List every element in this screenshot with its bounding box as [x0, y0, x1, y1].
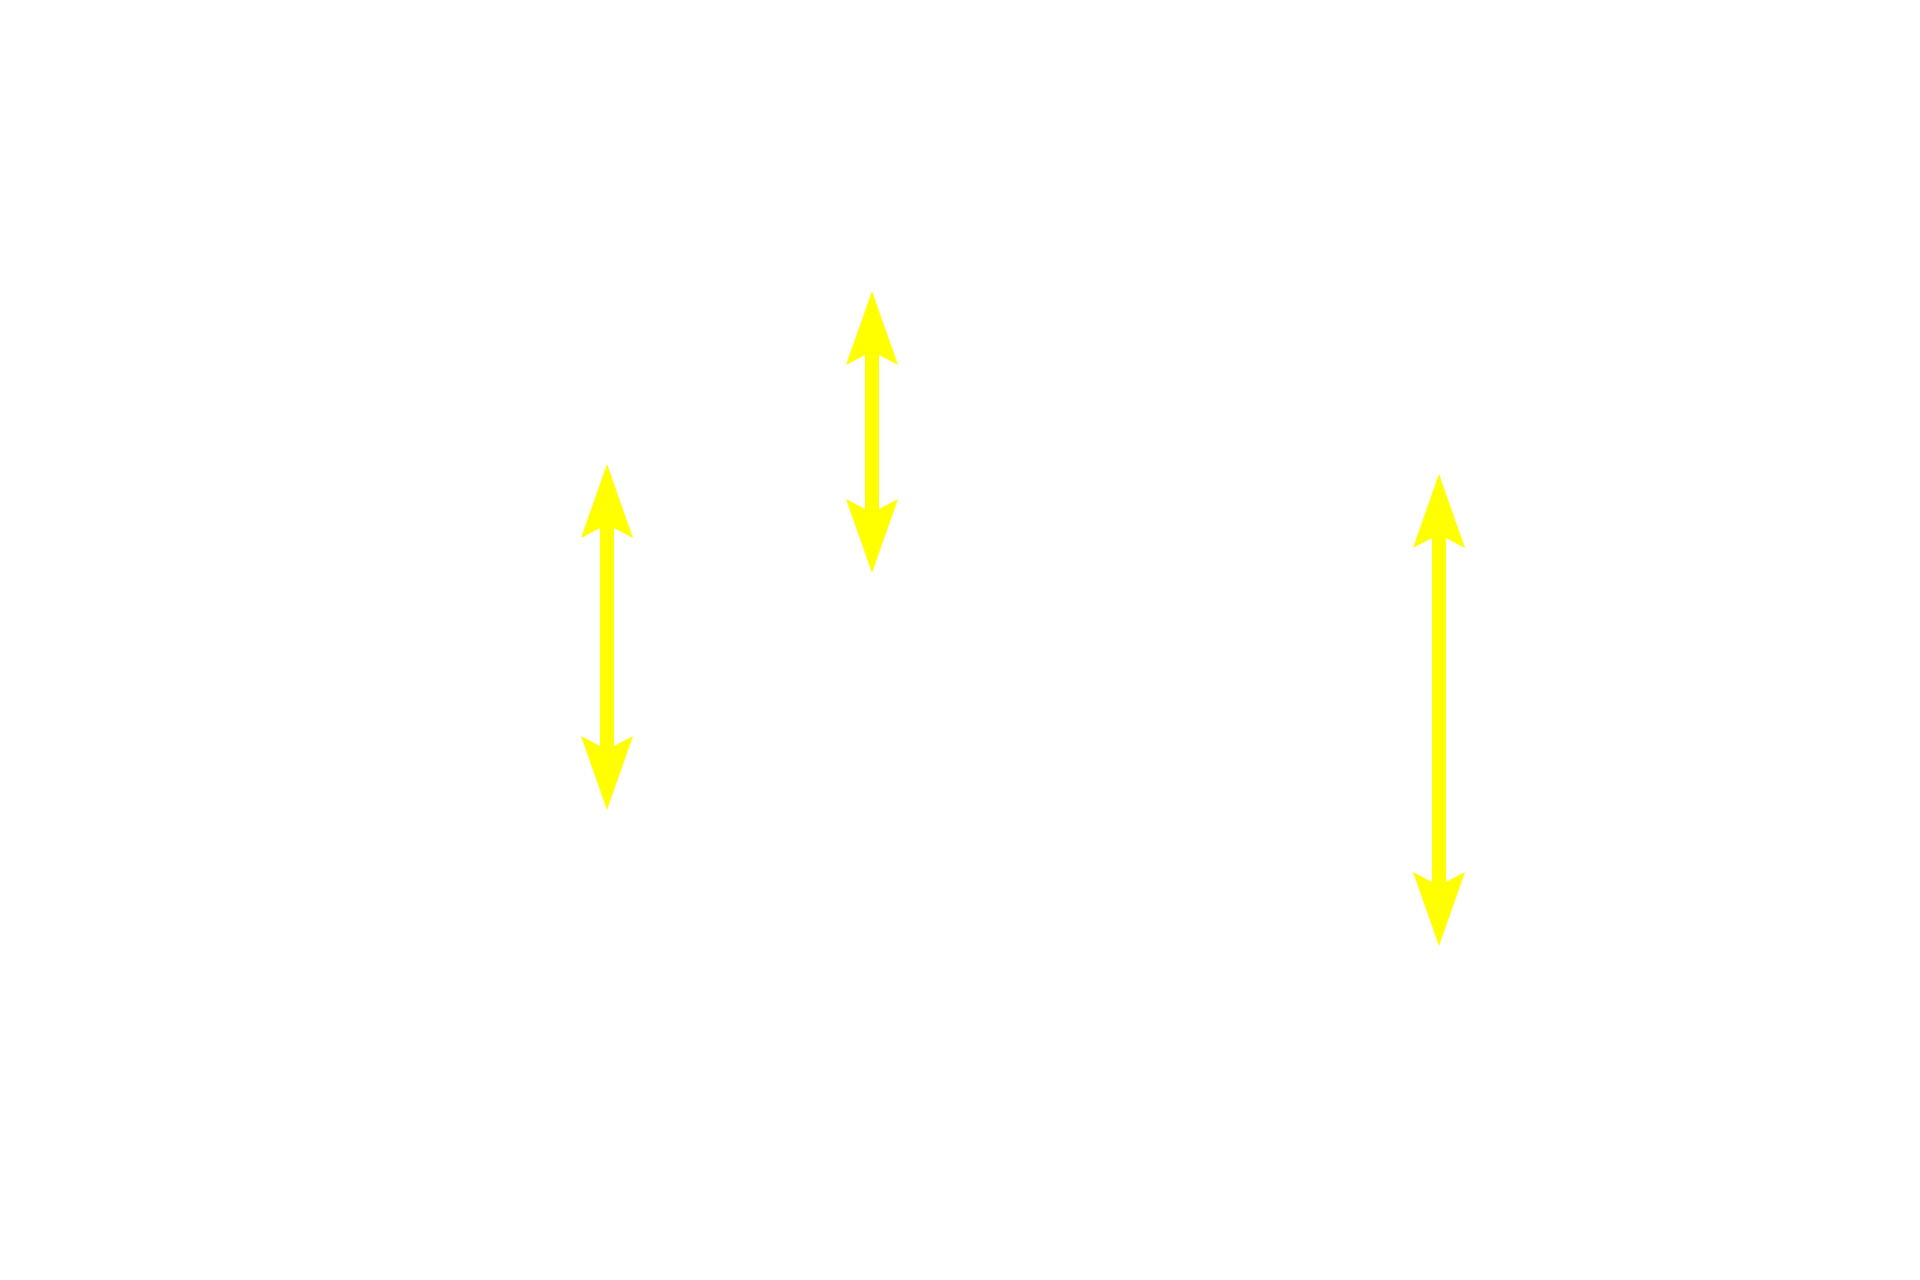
double-arrow-middle — [846, 291, 898, 573]
double-arrow-left — [581, 464, 633, 810]
double-arrow-right — [1413, 474, 1465, 946]
